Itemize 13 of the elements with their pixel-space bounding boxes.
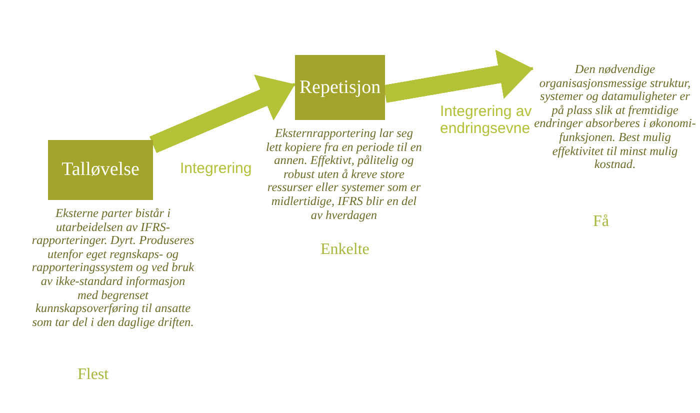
- stage-description: Eksternrapportering lar seg lett kopiere fra en periode til en annen. Effektivt, pålitelig og robust uten å kreve store ressurser eller systemer som er midlertidige, IFRS blir en del av hverdagen: [266, 127, 422, 222]
- stage-box: [48, 140, 153, 200]
- stage-description: Den nødvendige organisasjonsmessige struktur, systemer og datamuligheter er på plass slik at fremtidige endringer absorberes i økonomi-funksjonen. Best mulig effektivitet til minst mulig kostnad.: [533, 63, 697, 172]
- block-arrow: [384, 50, 534, 103]
- edge-label: Integrering: [180, 160, 252, 177]
- stage-box: [295, 55, 385, 120]
- frequency-label: Enkelte: [320, 241, 370, 259]
- frequency-label: Flest: [78, 366, 109, 384]
- stage-description: Eksterne parter bistår i utarbeidelsen av IFRS-rapporteringer. Dyrt. Produseres utenfor eget regnskaps- og rapporteringssystem og ved bruk av ikke-standard informasjon med begrenset kunnskapsoverføring til ansatte som tar del i den daglige driften.: [31, 207, 195, 330]
- stage-title: Repetisjon: [299, 76, 381, 98]
- block-arrow: [150, 74, 296, 153]
- stage-title: Talløvelse: [62, 159, 140, 181]
- frequency-label: Få: [593, 213, 609, 231]
